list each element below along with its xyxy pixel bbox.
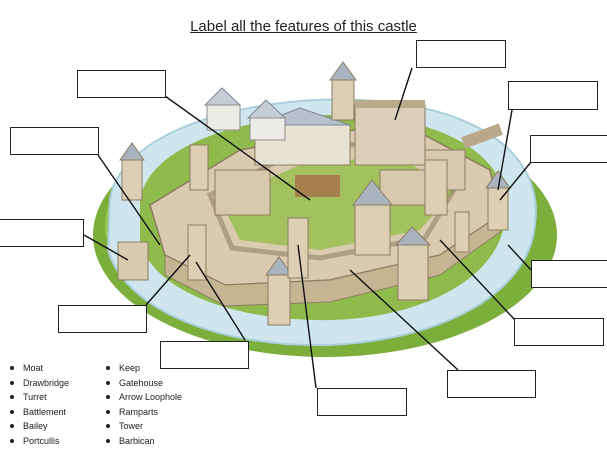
label-box[interactable] (0, 219, 84, 247)
leader-line (499, 161, 532, 201)
label-box[interactable] (10, 127, 99, 155)
leader-line (97, 154, 161, 246)
barbican (117, 241, 149, 281)
keep-roof (355, 100, 425, 108)
label-box[interactable] (416, 40, 506, 68)
garden-patch (295, 175, 340, 197)
word-bank-item: Barbican (104, 434, 182, 449)
word-bank-item: Arrow Loophole (104, 390, 182, 405)
bridge (461, 123, 503, 149)
leader-line (507, 244, 532, 271)
word-bank-left: Moat Drawbridge Turret Battlement Bailey… (8, 361, 69, 449)
word-bank-item: Gatehouse (104, 376, 182, 391)
label-box[interactable] (514, 318, 604, 346)
label-box[interactable] (530, 135, 607, 163)
word-bank-item: Ramparts (104, 405, 182, 420)
leader-line (394, 67, 413, 121)
house-roof-1 (203, 87, 242, 106)
towers (119, 61, 511, 326)
leader-line (497, 109, 513, 191)
outer-wall-face (164, 214, 501, 307)
label-box[interactable] (77, 70, 166, 98)
word-bank-right: Keep Gatehouse Arrow Loophole Ramparts T… (104, 361, 182, 449)
word-bank-item: Bailey (8, 419, 69, 434)
word-bank-item: Moat (8, 361, 69, 376)
leader-line (297, 244, 317, 389)
word-bank-item: Turret (8, 390, 69, 405)
label-box[interactable] (317, 388, 407, 416)
leader-line (83, 234, 129, 261)
word-bank-item: Portcullis (8, 434, 69, 449)
house-1 (206, 104, 241, 131)
label-box[interactable] (447, 370, 536, 398)
inner-block-1 (214, 169, 271, 216)
leader-line (439, 239, 516, 321)
label-box[interactable] (508, 81, 598, 110)
leader-line (145, 254, 191, 306)
worksheet-title: Label all the features of this castle (190, 18, 417, 35)
label-box[interactable] (531, 260, 607, 288)
leader-line (164, 95, 311, 201)
label-box[interactable] (160, 341, 249, 369)
leader-line (349, 269, 459, 371)
house-2 (249, 117, 286, 141)
leader-line (195, 261, 246, 341)
label-box[interactable] (58, 305, 147, 333)
word-bank-item: Keep (104, 361, 182, 376)
keep-block (354, 104, 426, 166)
word-bank-item: Tower (104, 419, 182, 434)
word-bank-item: Battlement (8, 405, 69, 420)
word-bank-item: Drawbridge (8, 376, 69, 391)
